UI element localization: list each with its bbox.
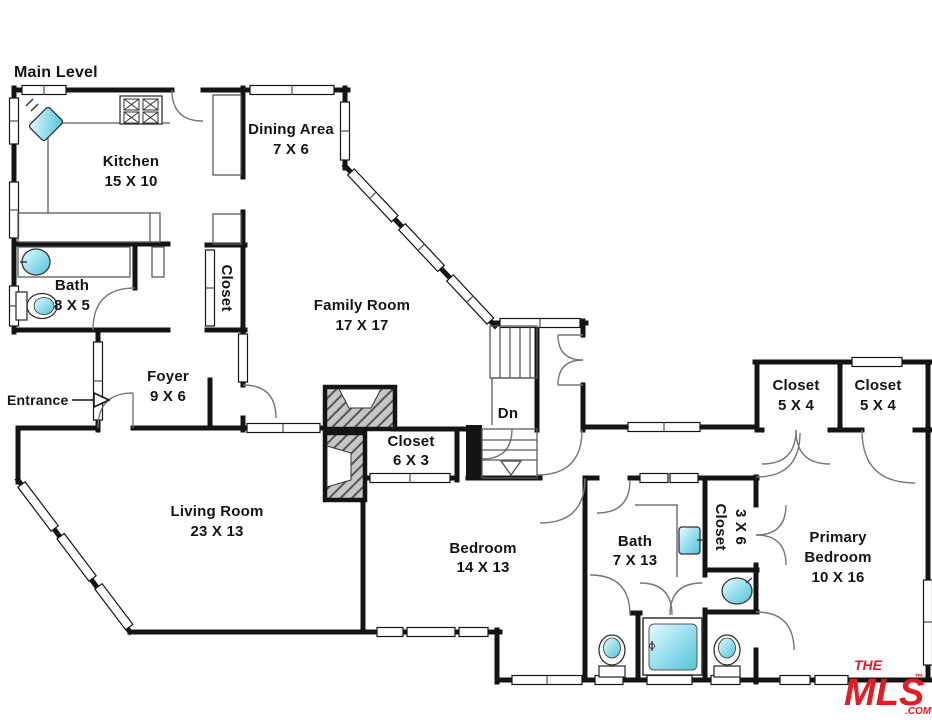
primary-toilet-icon <box>713 634 741 678</box>
room-dims-hall-bath: 7 X 13 <box>613 552 658 569</box>
room-label-primary-closet: Closet <box>712 503 729 550</box>
room-label-hall-closet: Closet <box>387 433 434 450</box>
room-label-foyer: Foyer <box>147 368 189 385</box>
room-dims-primary: 10 X 16 <box>811 569 864 586</box>
room-label-family: Family Room <box>314 297 410 314</box>
mls-logo-the: THE <box>854 657 883 673</box>
mls-logo-tm: ™ <box>914 672 923 682</box>
dining-cabinets <box>151 94 242 278</box>
mls-logo-com: .COM <box>905 706 932 717</box>
windows <box>8 84 932 686</box>
room-label-kitchen: Kitchen <box>103 153 159 170</box>
powder-sink-icon <box>721 577 753 605</box>
room-label-living: Living Room <box>170 503 263 520</box>
room-label-primary-2: Bedroom <box>804 549 871 566</box>
stairs-down-label: Dn <box>498 405 518 422</box>
bathtub-icon <box>642 617 703 676</box>
room-dims-closet-right: 5 X 4 <box>860 397 896 414</box>
hall-bath-vanity <box>635 504 704 577</box>
main-bath-vanity <box>17 246 131 278</box>
interior-walls <box>11 85 932 685</box>
room-label-dining: Dining Area <box>248 121 334 138</box>
family-room-fireplace <box>322 384 398 432</box>
stairs-down-arrow-icon <box>499 460 523 477</box>
room-dims-kitchen: 15 X 10 <box>104 173 157 190</box>
room-dims-closet-left: 5 X 4 <box>778 397 814 414</box>
room-dims-hall-closet: 6 X 3 <box>393 452 429 469</box>
room-label-primary-1: Primary <box>809 529 867 546</box>
main-bath-toilet-icon <box>15 291 58 321</box>
room-dims-main-bath: 8 X 5 <box>54 297 90 314</box>
room-dims-bedroom: 14 X 13 <box>456 559 509 576</box>
staircase <box>481 325 538 479</box>
room-label-closet-left: Closet <box>772 377 819 394</box>
room-label-hall-bath: Bath <box>618 533 652 550</box>
room-dims-primary-closet: 3 X 6 <box>732 509 749 545</box>
entrance-arrow-icon <box>72 391 111 409</box>
room-dims-dining: 7 X 6 <box>273 141 309 158</box>
page-title: Main Level <box>14 64 98 81</box>
room-label-foyer-closet: Closet <box>218 264 235 311</box>
hall-bath-toilet-icon <box>598 634 626 678</box>
doors <box>92 89 916 651</box>
living-room-fireplace <box>322 430 368 503</box>
room-dims-foyer: 9 X 6 <box>150 388 186 405</box>
stove-icon <box>119 95 163 125</box>
entrance-label: Entrance <box>7 392 69 408</box>
room-dims-family: 17 X 17 <box>335 317 388 334</box>
room-label-bedroom: Bedroom <box>449 540 516 557</box>
mls-logo: THE MLS .COM ™ <box>844 657 932 717</box>
room-label-closet-right: Closet <box>854 377 901 394</box>
mls-logo-mls: MLS <box>844 672 924 714</box>
room-dims-living: 23 X 13 <box>190 523 243 540</box>
room-label-main-bath: Bath <box>55 277 89 294</box>
kitchen-sink-icon <box>25 98 64 142</box>
